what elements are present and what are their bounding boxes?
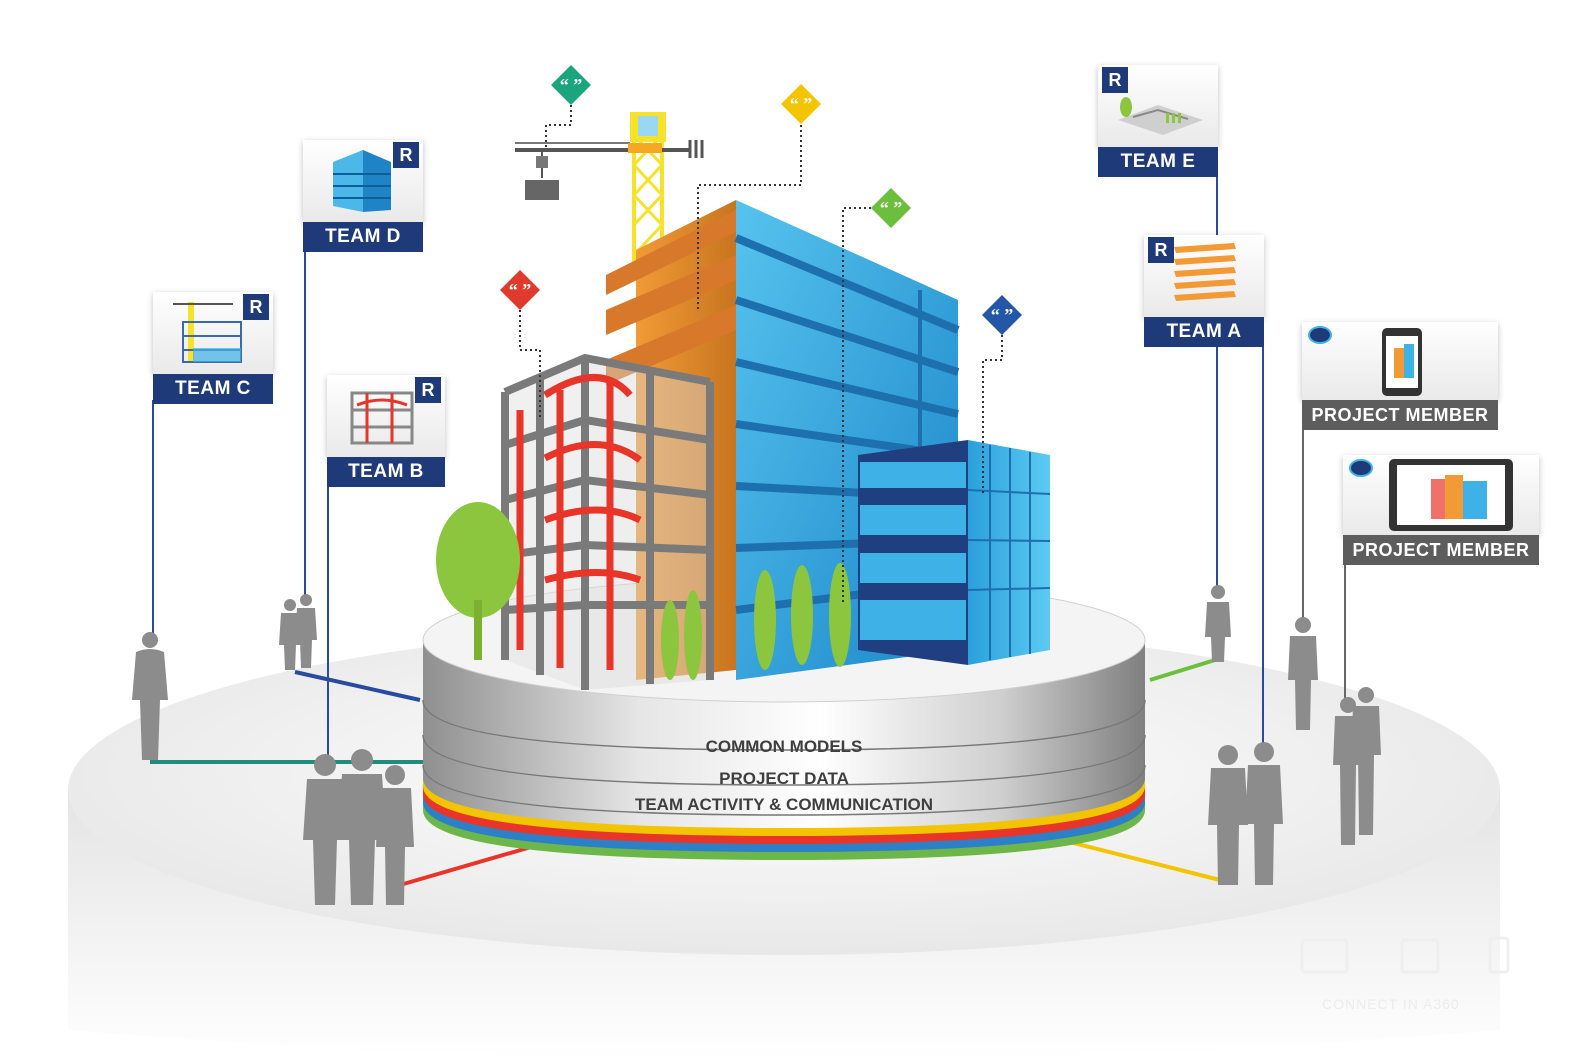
comment-marker-red[interactable]: “ ” <box>500 270 540 310</box>
watermark-text: CONNECT IN A360 <box>1322 996 1460 1012</box>
svg-text:“ ”: “ ” <box>790 94 813 114</box>
team-card-team-d[interactable]: R TEAM D <box>303 140 423 252</box>
person-icon <box>295 594 317 668</box>
comment-marker-yellow[interactable]: “ ” <box>781 84 821 124</box>
team-label: TEAM B <box>327 457 445 487</box>
team-label: TEAM D <box>303 222 423 252</box>
comment-marker-green-teal[interactable]: “ ” <box>551 65 591 105</box>
team-label: TEAM A <box>1144 317 1264 347</box>
construction-model-icon <box>173 302 242 363</box>
layer-project-data: PROJECT DATA <box>719 769 849 788</box>
people <box>132 585 1381 905</box>
team-card-team-a[interactable]: R TEAM A <box>1144 235 1264 347</box>
phone-icon <box>1382 328 1422 396</box>
team-card-team-c[interactable]: R TEAM C <box>153 292 273 404</box>
team-card-team-b[interactable]: R TEAM B <box>327 375 445 487</box>
tablet-icon <box>1389 459 1513 531</box>
person-icon <box>1288 617 1318 730</box>
steel-frame-building <box>501 353 714 690</box>
a360-logo-icon <box>1349 459 1373 477</box>
member-label: PROJECT MEMBER <box>1302 400 1498 430</box>
revit-logo-icon: R <box>393 142 419 168</box>
structural-model-icon <box>350 391 414 445</box>
building-model-icon <box>333 150 391 212</box>
layer-common-models: COMMON MODELS <box>706 737 863 756</box>
site-plan-icon <box>1118 97 1203 135</box>
floor-slabs-icon <box>1174 243 1236 301</box>
comment-marker-blue[interactable]: “ ” <box>982 295 1022 335</box>
member-card-phone[interactable]: PROJECT MEMBER <box>1302 322 1498 430</box>
member-card-tablet[interactable]: PROJECT MEMBER <box>1343 455 1539 565</box>
svg-text:“ ”: “ ” <box>880 198 903 218</box>
comment-markers: “ ” “ ” “ ” “ ” “ ” <box>500 65 1022 605</box>
svg-text:“ ”: “ ” <box>991 305 1014 325</box>
watermark-devices <box>1300 936 1510 974</box>
revit-logo-icon: R <box>243 294 269 320</box>
member-flag-poles <box>1302 428 1346 700</box>
team-label: TEAM E <box>1098 147 1218 177</box>
low-glass-building <box>858 440 1051 665</box>
team-label: TEAM C <box>153 374 273 404</box>
revit-logo-icon: R <box>415 377 441 403</box>
svg-text:“ ”: “ ” <box>509 280 532 300</box>
person-icon <box>279 599 301 670</box>
person-icon <box>376 765 414 905</box>
person-icon <box>1208 745 1248 885</box>
comment-marker-green[interactable]: “ ” <box>871 188 911 228</box>
a360-logo-icon <box>1308 326 1332 344</box>
member-label: PROJECT MEMBER <box>1343 535 1539 565</box>
person-icon <box>1351 687 1381 835</box>
person-icon <box>1245 742 1283 885</box>
team-flag-poles <box>152 175 1264 760</box>
trees <box>436 502 851 680</box>
layer-team-activity: TEAM ACTIVITY & COMMUNICATION <box>635 795 933 814</box>
person-icon <box>132 632 168 760</box>
person-icon <box>303 754 347 905</box>
team-card-team-e[interactable]: R TEAM E <box>1098 65 1218 177</box>
revit-logo-icon: R <box>1102 67 1128 93</box>
data-drum: COMMON MODELS PROJECT DATA TEAM ACTIVITY… <box>422 577 1146 860</box>
svg-text:“ ”: “ ” <box>560 75 583 95</box>
person-icon <box>338 749 386 905</box>
revit-logo-icon: R <box>1148 237 1174 263</box>
person-icon <box>1205 585 1231 662</box>
